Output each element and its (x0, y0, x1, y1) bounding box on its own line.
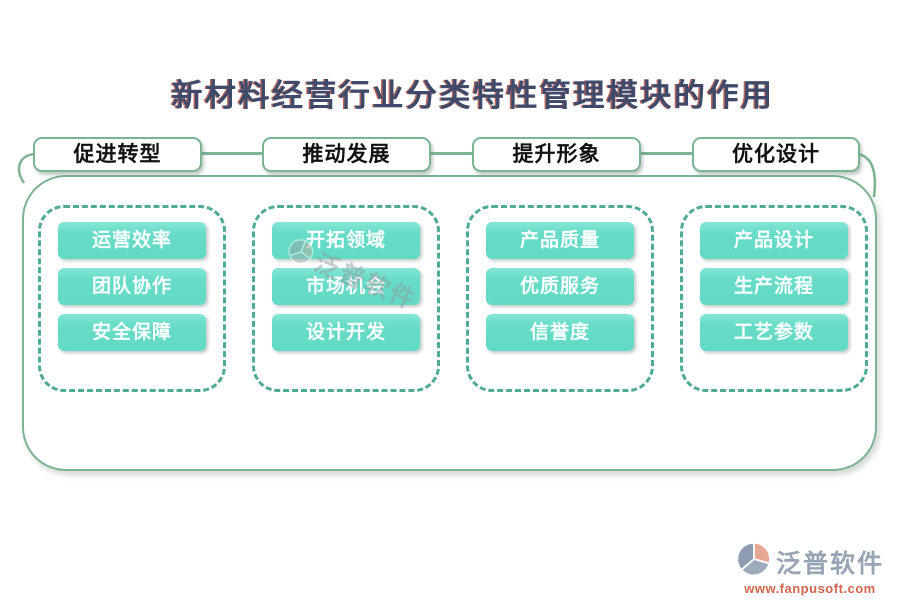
feature-pill-2-3: 设计开发 (272, 314, 420, 351)
feature-pill-3-1: 产品质量 (486, 222, 634, 259)
header-connector-3 (639, 152, 694, 155)
header-connector-2 (429, 152, 474, 155)
feature-pill-3-2: 优质服务 (486, 268, 634, 305)
page-title: 新材料经营行业分类特性管理模块的作用 (171, 78, 775, 113)
header-connector-1 (200, 152, 264, 155)
category-group-3: 产品质量 优质服务 信誉度 (466, 205, 654, 392)
category-header-3: 提升形象 (472, 137, 641, 172)
feature-pill-1-3: 安全保障 (58, 314, 206, 351)
brand-url: www.fanpusoft.com (744, 581, 876, 596)
category-header-1: 促进转型 (33, 137, 202, 172)
category-header-4: 优化设计 (692, 137, 860, 172)
brand-name: 泛普软件 (775, 549, 884, 578)
category-group-1: 运营效率 团队协作 安全保障 (38, 205, 226, 392)
feature-pill-2-2: 市场机会 (272, 268, 420, 305)
feature-pill-1-1: 运营效率 (58, 222, 206, 259)
feature-pill-4-2: 生产流程 (700, 268, 848, 305)
brand-footer: 泛普软件 www.fanpusoft.com (736, 541, 884, 596)
feature-pill-1-2: 团队协作 (58, 268, 206, 305)
fanpu-logo-icon (736, 541, 772, 582)
feature-pill-3-3: 信誉度 (486, 314, 634, 351)
category-group-2: 开拓领域 市场机会 设计开发 (252, 205, 440, 392)
category-header-2: 推动发展 (262, 137, 431, 172)
category-group-4: 产品设计 生产流程 工艺参数 (680, 205, 868, 392)
feature-pill-4-1: 产品设计 (700, 222, 848, 259)
feature-pill-4-3: 工艺参数 (700, 314, 848, 351)
feature-pill-2-1: 开拓领域 (272, 222, 420, 259)
